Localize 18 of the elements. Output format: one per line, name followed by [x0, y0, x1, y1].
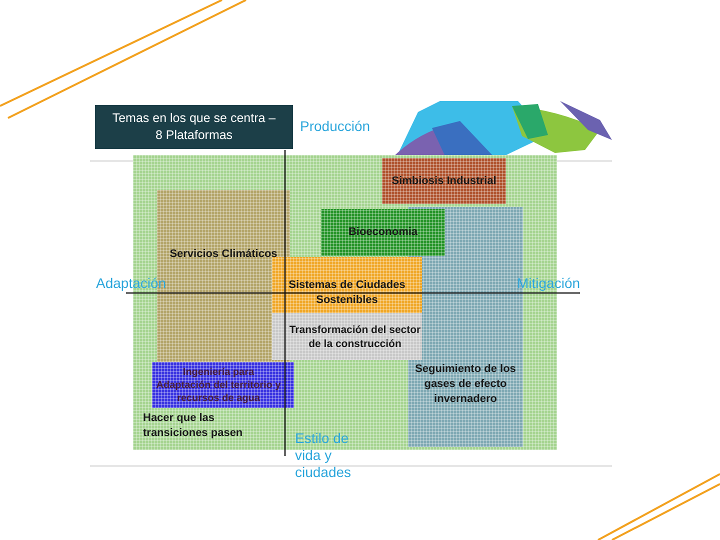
platform-box — [272, 313, 422, 360]
platform-box — [152, 362, 294, 408]
platform-label: Simbiosis Industrial — [390, 174, 498, 188]
platform-label: Hacer que las transiciones pasen — [143, 411, 244, 441]
platform-label: Transformación del sector de la construcción — [288, 322, 422, 350]
platform-label: Ingeniería para Adaptación del territorio y recursos de agua — [155, 366, 282, 404]
platform-box — [321, 209, 445, 256]
platform-box — [382, 158, 506, 204]
platform-label: Servicios Climáticos — [168, 247, 278, 262]
axis-label: Producción — [300, 118, 372, 135]
platform-box — [272, 257, 422, 313]
axis-label: Adaptación — [96, 275, 168, 292]
platform-label: Bioeconomia — [347, 225, 419, 240]
axis-label: Estilo de vida y ciudades — [295, 430, 352, 481]
axis-label: Mitigación — [517, 275, 582, 292]
platform-label: Seguimiento de los gases de efecto invernadero — [414, 362, 517, 407]
title-banner: Temas en los que se centra – 8 Plataformas — [95, 105, 293, 149]
platform-label: Sistemas de Ciudades Sostenibles — [288, 278, 406, 308]
